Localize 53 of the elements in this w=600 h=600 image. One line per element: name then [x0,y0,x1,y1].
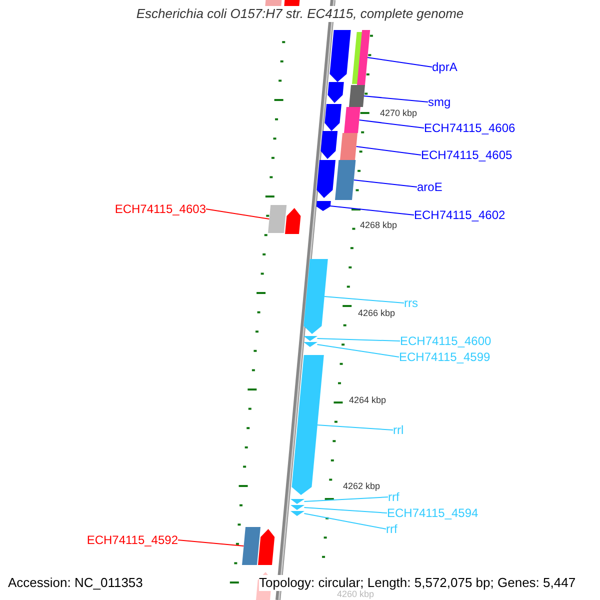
leader-line [330,206,414,216]
gene-label: rrf [386,522,398,536]
footer-text: Accession: NC_011353 [8,575,143,591]
scale-label: 4268 kbp [360,220,398,230]
gene-label: rrs [404,296,418,310]
gene-label: rrf [388,490,400,504]
leader-line [358,120,424,128]
gene-marker [303,336,318,341]
gene-segment [303,259,329,334]
leader-line [316,338,400,342]
gene-label: aroE [417,180,442,194]
gene-bar [340,133,358,160]
leader-line [304,496,388,502]
gene-bar [335,160,357,200]
leader-line [367,57,432,68]
gene-label: dprA [432,60,458,74]
leader-line [324,296,404,304]
leader-line [206,208,270,220]
scale-label: 4270 kbp [380,108,418,118]
gene-marker [290,505,306,510]
gene-marker [290,499,306,504]
gene-label: ECH74115_4606 [424,121,516,135]
gene-label: ECH74115_4602 [414,208,506,222]
leader-line [353,180,418,188]
scale-label: 4266 kbp [358,308,396,318]
gene-label: ECH74115_4600 [400,334,492,348]
gene-marker [290,511,306,516]
leader-line [316,344,400,358]
gene-label: smg [428,95,451,109]
leader-line [178,540,244,546]
gene-bar [344,107,362,133]
scale-label: 4264 kbp [349,395,386,405]
gene-marker [303,342,318,347]
gene-bar [268,205,288,233]
leader-line [364,96,428,102]
gene-segment [316,201,332,211]
scale-label: 4260 kbp [337,589,374,599]
gene-bar [357,30,372,85]
gene-label: ECH74115_4599 [399,350,490,364]
gene-segment [291,355,325,495]
gene-label: ECH74115_4592 [86,533,178,547]
scale-label: 4262 kbp [343,481,380,491]
leader-line [304,513,386,530]
gene-label: ECH74115_4605 [421,148,512,162]
leader-line [356,146,422,156]
gene-label: ECH74115_4603 [114,202,206,216]
footer-text: Topology: circular; Length: 5,572,075 bp; Genes: 5,447 [259,575,576,591]
gene-bar [349,85,366,107]
leader-line [316,424,394,430]
gene-bar [242,527,262,565]
gene-label: ECH74115_4594 [387,506,478,520]
leader-line [304,507,388,514]
gene-label: rrl [393,423,404,437]
